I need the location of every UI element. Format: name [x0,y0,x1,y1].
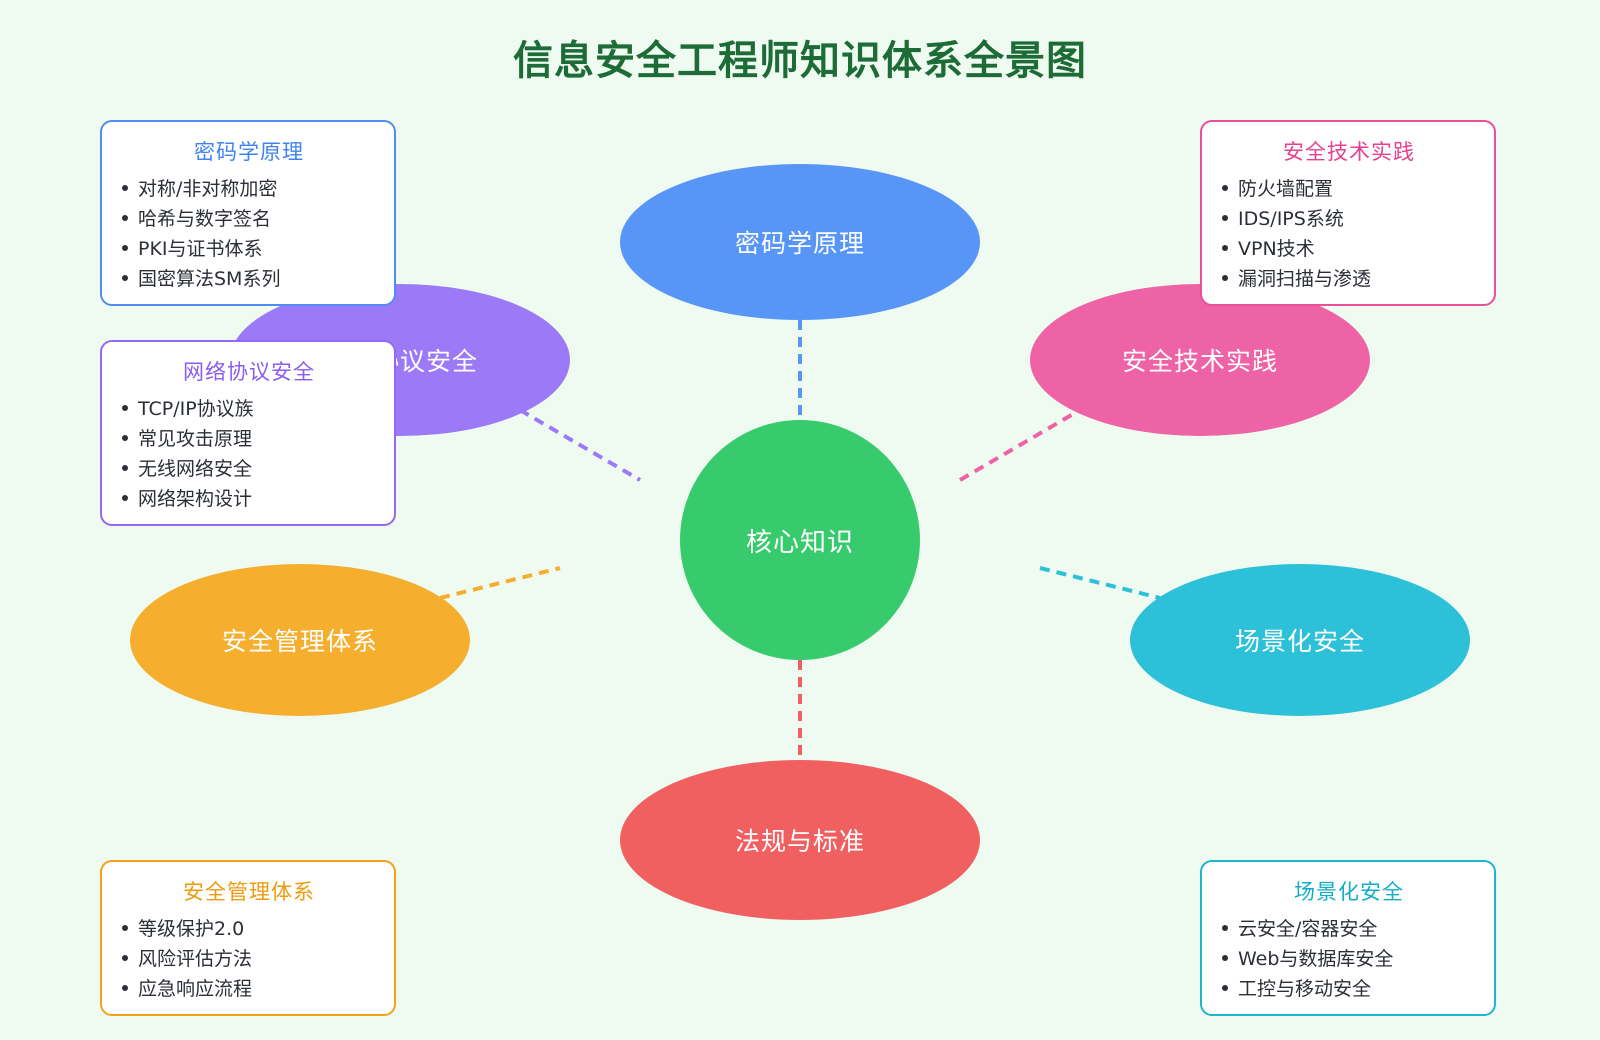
bullet-icon [122,274,128,281]
node-crypto-label: 密码学原理 [734,229,865,258]
bullet-icon [1222,244,1228,251]
list-item: 常见攻击原理 [122,424,376,454]
bullet-icon [122,184,128,191]
bullet-icon [122,404,128,411]
card-practice-list: 防火墙配置 IDS/IPS系统 VPN技术 漏洞扫描与渗透 [1222,174,1476,294]
card-management-title: 安全管理体系 [183,880,315,904]
node-management: 安全管理体系 [130,564,470,716]
list-item: 漏洞扫描与渗透 [1222,264,1476,294]
list-item: 无线网络安全 [122,454,376,484]
list-item: 等级保护2.0 [122,914,376,944]
node-management-label: 安全管理体系 [221,627,378,656]
list-item: 应急响应流程 [122,974,376,1004]
node-center: 核心知识 [680,420,920,660]
list-item: Web与数据库安全 [1222,944,1476,974]
connector-practice [958,408,1082,482]
card-practice: 安全技术实践 防火墙配置 IDS/IPS系统 VPN技术 漏洞扫描与渗透 [1200,120,1496,306]
list-item: 风险评估方法 [122,944,376,974]
node-scenario: 场景化安全 [1130,564,1470,716]
connector-scenario [1039,566,1161,600]
node-law-label: 法规与标准 [734,827,865,856]
list-item: 国密算法SM系列 [122,264,376,294]
card-crypto: 密码学原理 对称/非对称加密 哈希与数字签名 PKI与证书体系 国密算法SM系列 [100,120,396,306]
list-item: PKI与证书体系 [122,234,376,264]
bullet-icon [122,244,128,251]
node-scenario-label: 场景化安全 [1234,627,1365,656]
bullet-icon [1222,274,1228,281]
node-center-label: 核心知识 [745,527,854,558]
card-management: 安全管理体系 等级保护2.0 风险评估方法 应急响应流程 [100,860,396,1016]
bullet-icon [122,924,128,931]
card-scenario-title: 场景化安全 [1294,880,1404,904]
card-scenario: 场景化安全 云安全/容器安全 Web与数据库安全 工控与移动安全 [1200,860,1496,1016]
card-network: 网络协议安全 TCP/IP协议族 常见攻击原理 无线网络安全 网络架构设计 [100,340,396,526]
card-network-title: 网络协议安全 [183,360,315,384]
card-practice-title: 安全技术实践 [1283,140,1415,164]
card-crypto-title: 密码学原理 [194,140,304,164]
card-management-list: 等级保护2.0 风险评估方法 应急响应流程 [122,914,376,1004]
list-item: TCP/IP协议族 [122,394,376,424]
list-item: 网络架构设计 [122,484,376,514]
card-crypto-list: 对称/非对称加密 哈希与数字签名 PKI与证书体系 国密算法SM系列 [122,174,376,294]
bullet-icon [122,494,128,501]
list-item: 云安全/容器安全 [1222,914,1476,944]
bullet-icon [122,954,128,961]
bullet-icon [122,984,128,991]
node-practice-label: 安全技术实践 [1121,347,1278,376]
list-item: 哈希与数字签名 [122,204,376,234]
connector-management [439,566,561,600]
connector-network [518,408,642,482]
card-network-list: TCP/IP协议族 常见攻击原理 无线网络安全 网络架构设计 [122,394,376,514]
bullet-icon [1222,924,1228,931]
node-practice: 安全技术实践 [1030,284,1370,436]
list-item: 对称/非对称加密 [122,174,376,204]
list-item: VPN技术 [1222,234,1476,264]
list-item: 防火墙配置 [1222,174,1476,204]
bullet-icon [1222,984,1228,991]
bullet-icon [1222,184,1228,191]
bullet-icon [1222,954,1228,961]
bullet-icon [122,434,128,441]
bullet-icon [1222,214,1228,221]
page-title: 信息安全工程师知识体系全景图 [513,38,1087,84]
list-item: IDS/IPS系统 [1222,204,1476,234]
node-crypto: 密码学原理 [620,164,980,320]
list-item: 工控与移动安全 [1222,974,1476,1004]
card-scenario-list: 云安全/容器安全 Web与数据库安全 工控与移动安全 [1222,914,1476,1004]
bullet-icon [122,464,128,471]
bullet-icon [122,214,128,221]
node-law: 法规与标准 [620,760,980,920]
